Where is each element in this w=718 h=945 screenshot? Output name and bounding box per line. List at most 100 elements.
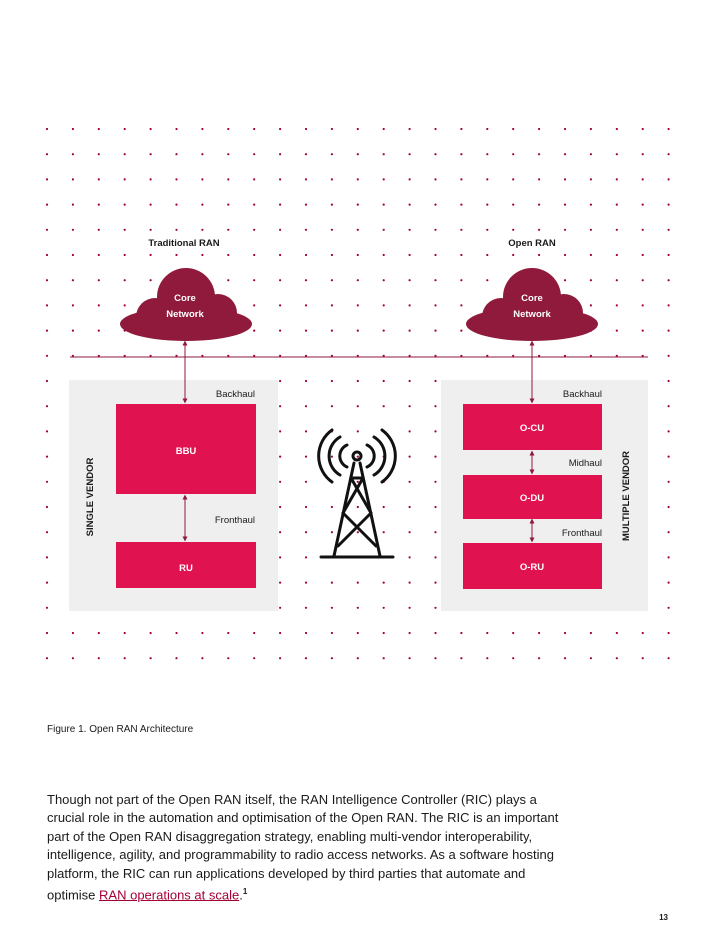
ran-operations-link[interactable]: RAN operations at scale	[99, 887, 240, 903]
grid-dot	[615, 631, 618, 635]
grid-dot	[641, 329, 644, 332]
grid-dot	[667, 505, 670, 509]
grid-dot	[486, 657, 489, 660]
footnote-marker[interactable]: 1	[242, 887, 248, 897]
grid-dot	[45, 279, 49, 282]
grid-dot	[434, 631, 437, 635]
grid-dot	[45, 480, 49, 483]
grid-dot	[641, 127, 644, 131]
grid-dot	[279, 329, 282, 332]
grid-dot	[538, 631, 541, 635]
grid-dot	[279, 405, 282, 408]
grid-dot	[149, 657, 152, 660]
grid-dot	[71, 153, 74, 156]
grid-dot	[460, 228, 463, 231]
grid-dot	[434, 329, 437, 332]
grid-dot	[615, 329, 618, 332]
grid-dot	[356, 430, 359, 433]
grid-dot	[304, 455, 308, 458]
grid-dot	[667, 279, 670, 282]
grid-dot	[45, 253, 49, 257]
grid-dot	[356, 329, 359, 332]
grid-dot	[149, 631, 152, 635]
grid-dot	[382, 405, 385, 408]
grid-dot	[304, 178, 308, 181]
grid-dot	[279, 354, 282, 357]
grid-dot	[641, 228, 644, 231]
grid-dot	[97, 657, 100, 660]
grid-dot	[408, 253, 411, 257]
o-du-label: O-DU	[520, 493, 544, 504]
grid-dot	[356, 253, 359, 257]
grid-dot	[304, 253, 308, 257]
grid-dot	[563, 253, 567, 257]
grid-dot	[486, 253, 489, 257]
grid-dot	[667, 203, 670, 206]
fronthaul-label: Fronthaul	[215, 515, 255, 526]
grid-dot	[641, 304, 644, 307]
grid-dot	[589, 153, 593, 156]
grid-dot	[279, 228, 282, 231]
bbu-label: BBU	[176, 446, 197, 457]
grid-dot	[279, 606, 282, 609]
grid-dot	[356, 354, 359, 357]
grid-dot	[356, 203, 359, 206]
core-network-label: Network	[513, 309, 551, 320]
grid-dot	[641, 153, 644, 156]
grid-dot	[175, 178, 178, 181]
ru-box: RU	[116, 542, 256, 588]
grid-dot	[512, 253, 515, 257]
grid-dot	[97, 178, 100, 181]
grid-dot	[434, 228, 437, 231]
grid-dot	[434, 153, 437, 156]
grid-dot	[434, 505, 437, 509]
grid-dot	[615, 304, 618, 307]
grid-dot	[97, 203, 100, 206]
grid-dot	[45, 505, 49, 509]
grid-dot	[304, 379, 308, 383]
backhaul-label: Backhaul	[563, 389, 602, 400]
grid-dot	[123, 631, 126, 635]
grid-dot	[667, 354, 670, 357]
grid-dot	[615, 253, 618, 257]
grid-dot	[330, 178, 333, 181]
grid-dot	[382, 379, 385, 383]
grid-dot	[382, 329, 385, 332]
grid-dot	[486, 228, 489, 231]
grid-dot	[304, 304, 308, 307]
grid-dot	[71, 228, 74, 231]
grid-dot	[149, 127, 152, 131]
grid-dot	[434, 127, 437, 131]
grid-dot	[330, 203, 333, 206]
grid-dot	[615, 279, 618, 282]
grid-dot	[512, 153, 515, 156]
grid-dot	[279, 480, 282, 483]
open-core-network-cloud: Core Network	[466, 268, 598, 341]
backhaul-label: Backhaul	[216, 389, 255, 400]
multiple-vendor-label: MULTIPLE VENDOR	[621, 451, 632, 541]
grid-dot	[227, 253, 230, 257]
grid-dot	[97, 127, 100, 131]
grid-dot	[356, 178, 359, 181]
grid-dot	[667, 178, 670, 181]
grid-dot	[382, 606, 385, 609]
grid-dot	[460, 354, 463, 357]
grid-dot	[667, 329, 670, 332]
grid-dot	[45, 606, 49, 609]
grid-dot	[175, 253, 178, 257]
core-network-label: Core	[521, 293, 543, 304]
grid-dot	[434, 606, 437, 609]
grid-dot	[71, 631, 74, 635]
grid-dot	[563, 657, 567, 660]
radio-tower-icon	[317, 428, 397, 559]
grid-dot	[538, 354, 541, 357]
grid-dot	[356, 505, 359, 509]
grid-dot	[279, 556, 282, 559]
grid-dot	[408, 455, 411, 458]
grid-dot	[434, 430, 437, 433]
grid-dot	[201, 203, 204, 206]
grid-dot	[408, 606, 411, 609]
grid-dot	[538, 153, 541, 156]
grid-dot	[330, 379, 333, 383]
grid-dot	[615, 178, 618, 181]
